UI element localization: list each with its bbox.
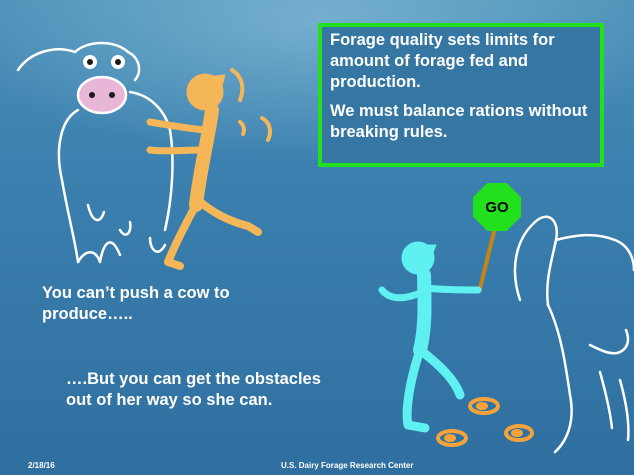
motion-lines	[230, 68, 272, 142]
cow-left-illustration	[16, 41, 174, 264]
pushing-person-illustration	[146, 73, 262, 270]
push-cow-text: You can’t push a cow to produce…..	[42, 284, 230, 323]
obstacles-text: ….But you can get the obstacles out of h…	[66, 370, 321, 409]
footer-date: 2/18/16	[28, 461, 55, 470]
footprints-illustration	[436, 397, 534, 447]
callout-line-2: We must balance rations without breaking…	[330, 102, 588, 141]
callout-box: Forage quality sets limits for amount of…	[318, 23, 604, 167]
go-sign: GO	[473, 183, 521, 231]
walking-person-illustration	[378, 241, 482, 433]
cow-right-illustration	[513, 215, 634, 454]
callout-line-1: Forage quality sets limits for amount of…	[330, 31, 555, 91]
sign-stick	[477, 219, 499, 293]
footer-center-name: U.S. Dairy Forage Research Center	[281, 461, 414, 470]
